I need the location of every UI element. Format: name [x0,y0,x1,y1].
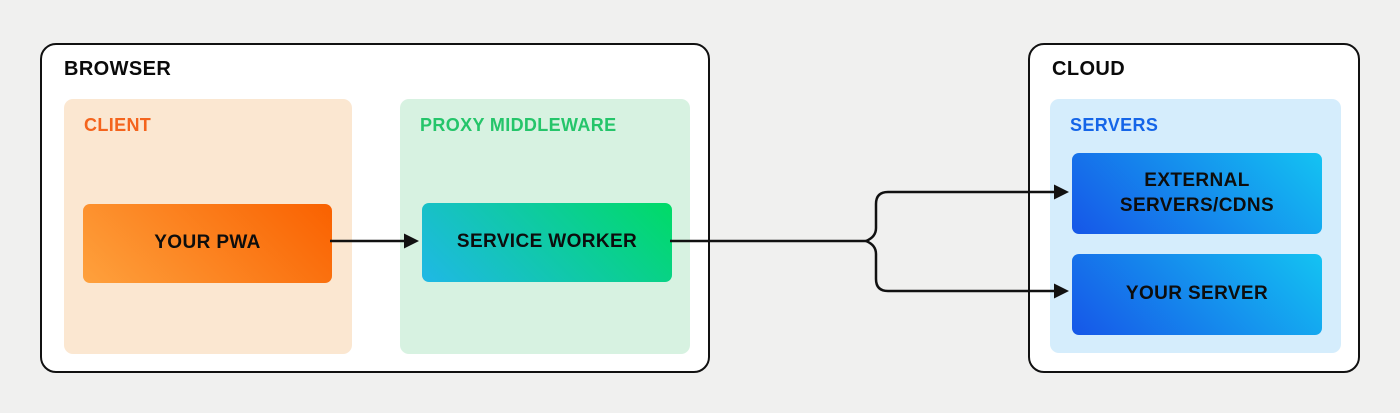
browser-title: BROWSER [64,58,172,80]
cloud-title: CLOUD [1052,58,1126,80]
node-your-pwa: YOUR PWA [83,204,332,283]
arrow-split-to-external-servers [865,190,1054,243]
proxy-middleware-panel: PROXY MIDDLEWARE SERVICE WORKER [400,99,690,354]
node-your-pwa-label: YOUR PWA [154,232,261,254]
node-service-worker-label: SERVICE WORKER [456,231,638,253]
node-external-servers-cdns: EXTERNAL SERVERS/CDNS [1072,153,1322,234]
node-your-server: YOUR SERVER [1072,254,1322,335]
arrow-split-to-your-server [865,239,1054,293]
client-panel: CLIENT YOUR PWA [64,99,352,354]
client-panel-title: CLIENT [84,115,152,135]
cloud-group: CLOUD SERVERS EXTERNAL SERVERS/CDNS YOUR… [1028,43,1360,373]
node-external-servers-cdns-label: EXTERNAL SERVERS/CDNS [1119,169,1275,216]
node-your-server-label: YOUR SERVER [1125,283,1269,305]
browser-group: BROWSER CLIENT YOUR PWA PROXY MIDDLEWARE… [40,43,710,373]
servers-panel-title: SERVERS [1070,115,1159,135]
node-service-worker: SERVICE WORKER [422,203,672,282]
servers-panel: SERVERS EXTERNAL SERVERS/CDNS YOUR SERVE… [1050,99,1341,353]
proxy-middleware-panel-title: PROXY MIDDLEWARE [420,115,617,135]
